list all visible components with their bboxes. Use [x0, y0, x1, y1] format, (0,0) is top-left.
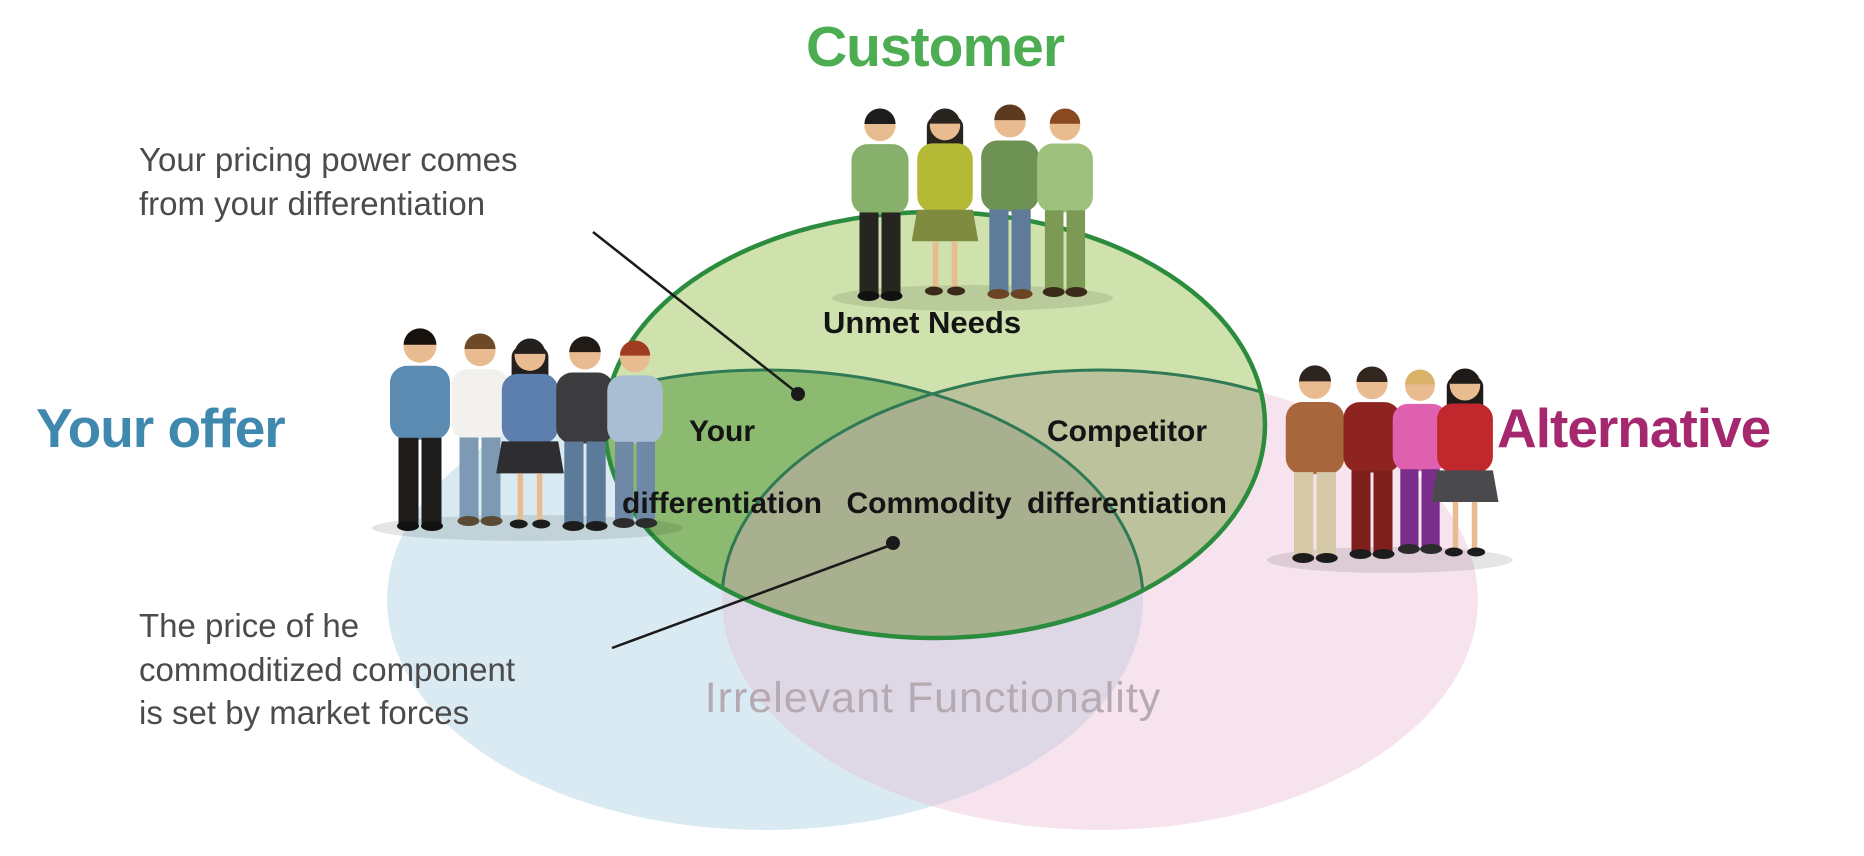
pricing-power-annotation: Your pricing power comes from your diffe… [139, 141, 518, 222]
competitor-differentiation-line2: differentiation [1027, 487, 1227, 520]
person-figure [911, 108, 979, 296]
commodity-price-annotation: The price of he commoditized component i… [139, 607, 516, 732]
person-figure [1343, 366, 1401, 559]
person-figure [851, 108, 909, 301]
people-layer [372, 104, 1513, 573]
unmet-needs-label: Unmet Needs [822, 305, 1022, 340]
pricing-power-leader-line [592, 231, 797, 393]
person-figure [1431, 368, 1499, 557]
person-figure [1392, 369, 1448, 554]
irrelevant-functionality-label: Irrelevant Functionality [704, 674, 1162, 722]
person-figure [451, 333, 509, 526]
your-differentiation-line2: differentiation [622, 487, 822, 520]
alternative-title: Alternative [1497, 397, 1771, 459]
your-offer-title: Your offer [36, 397, 286, 459]
competitor-differentiation-label: Competitor differentiation [1027, 378, 1227, 558]
alternative-group [1267, 365, 1513, 573]
person-figure [1037, 108, 1093, 297]
person-figure [556, 336, 614, 531]
commodity-dot [886, 536, 900, 550]
person-figure [981, 104, 1039, 299]
customer-group [832, 104, 1113, 311]
pricing-power-dot [791, 387, 805, 401]
commodity-leader-line [611, 543, 892, 650]
commodity-region [722, 370, 1143, 638]
commodity-label: Commodity [846, 487, 1012, 520]
your-offer-group [372, 328, 683, 541]
your-differentiation-line1: Your [688, 415, 756, 448]
group-shadow [832, 285, 1113, 311]
your-differentiation-label: Your differentiation [622, 378, 822, 558]
person-figure [390, 328, 450, 531]
person-figure [496, 338, 564, 529]
person-figure [1285, 365, 1345, 563]
person-figure [607, 340, 663, 528]
competitor-differentiation-line1: Competitor [1047, 415, 1207, 448]
customer-title: Customer [805, 15, 1065, 79]
